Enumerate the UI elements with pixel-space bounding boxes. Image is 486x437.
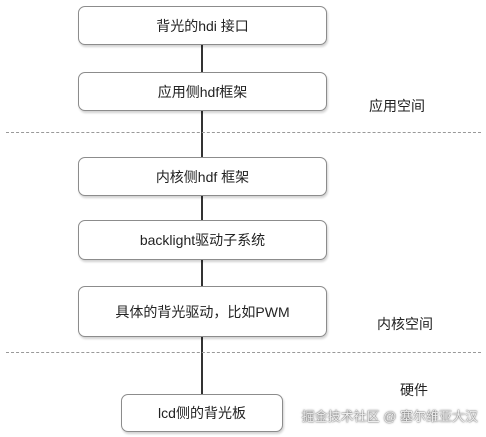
node-lcd-backlight-board: lcd侧的背光板: [121, 394, 283, 432]
node-hdi-interface: 背光的hdi 接口: [78, 6, 327, 45]
node-backlight-driver: 具体的背光驱动，比如PWM: [78, 286, 327, 337]
connector-line: [201, 337, 203, 394]
node-kernel-hdf-framework: 内核侧hdf 框架: [78, 157, 327, 196]
connector-line: [201, 45, 203, 72]
node-app-hdf-framework: 应用侧hdf框架: [78, 72, 327, 111]
watermark: 掘金技术社区 @ 塞尔维亚大汉: [301, 409, 478, 424]
zone-label-app-space: 应用空间: [369, 98, 425, 114]
node-label: 内核侧hdf 框架: [155, 168, 250, 185]
node-label: lcd侧的背光板: [158, 405, 246, 421]
node-label: backlight驱动子系统: [139, 232, 266, 248]
connector-line: [201, 260, 203, 286]
divider-app-kernel: [6, 132, 481, 133]
node-backlight-subsystem: backlight驱动子系统: [78, 220, 327, 260]
node-label: 应用侧hdf框架: [157, 83, 248, 100]
connector-line: [201, 111, 203, 157]
divider-kernel-hardware: [6, 352, 481, 353]
node-label: 背光的hdi 接口: [156, 17, 249, 34]
connector-line: [201, 196, 203, 220]
node-label: 具体的背光驱动，比如PWM: [115, 303, 290, 320]
zone-label-kernel-space: 内核空间: [377, 316, 433, 332]
zone-label-hardware: 硬件: [400, 382, 428, 398]
